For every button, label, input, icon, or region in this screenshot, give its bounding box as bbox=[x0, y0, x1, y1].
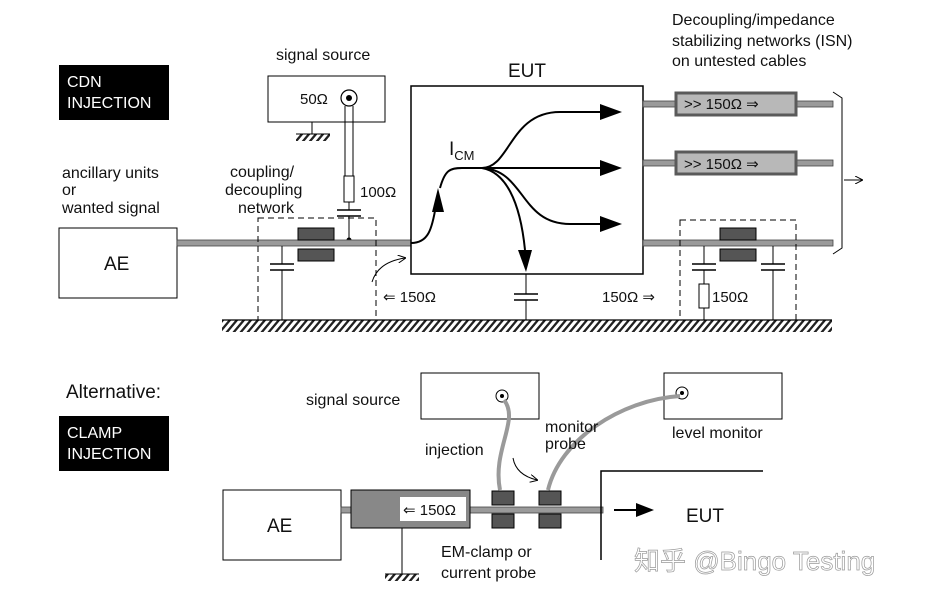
isn-line3: on untested cables bbox=[672, 53, 806, 70]
ancillary-line3: wanted signal bbox=[61, 200, 160, 217]
cdn-imp-right: 150Ω ⇒ bbox=[602, 289, 655, 306]
clamp-badge-line2: INJECTION bbox=[67, 446, 151, 463]
level-monitor-label: level monitor bbox=[672, 425, 763, 442]
clamp-signal-source-label: signal source bbox=[306, 392, 400, 409]
clamp-eut-arrow-icon bbox=[636, 503, 654, 517]
injection-label: injection bbox=[425, 442, 484, 459]
cdn-signal-source-label: signal source bbox=[276, 47, 370, 64]
eut-arrow-top-icon bbox=[600, 104, 622, 120]
ancillary-line1: ancillary units bbox=[62, 165, 159, 182]
clamp-ae-label: AE bbox=[267, 516, 292, 537]
clamp-cable bbox=[340, 506, 604, 514]
cdn-ae-box bbox=[58, 227, 178, 299]
cdn-injection-badge bbox=[59, 65, 169, 120]
resistor-100-label: 100Ω bbox=[360, 184, 396, 201]
monitor-line1: monitor bbox=[545, 419, 599, 436]
monitor-line2: probe bbox=[545, 436, 586, 453]
isn-box-top bbox=[674, 91, 798, 117]
cdn-badge-line2: INJECTION bbox=[67, 95, 151, 112]
clamp-badge-line1: CLAMP bbox=[67, 425, 122, 442]
cdn-ae-label: AE bbox=[104, 254, 129, 275]
monitor-cable bbox=[546, 394, 681, 491]
clamp-eut-outline bbox=[600, 470, 763, 560]
isn-box-top-label: >> 150Ω ⇒ bbox=[684, 96, 759, 113]
clamp-eut-label: EUT bbox=[686, 506, 724, 527]
eut-arrow-down-icon bbox=[518, 250, 532, 272]
isn-box-mid-label: >> 150Ω ⇒ bbox=[684, 156, 759, 173]
ferrite-upper-icon bbox=[297, 227, 335, 241]
eut-arrow-mid-icon bbox=[600, 160, 622, 176]
clamp-ae-box bbox=[222, 489, 342, 561]
resistor-150-icon bbox=[698, 283, 710, 309]
clamp-ground-icon bbox=[385, 574, 419, 581]
ferrite-right-lower-icon bbox=[719, 248, 757, 262]
clamp-signal-source-box bbox=[420, 372, 540, 420]
cdn-section: CDN INJECTION signal source 50Ω 100Ω anc… bbox=[58, 12, 862, 332]
eut-arrow-bottom-icon bbox=[600, 216, 622, 232]
isn-box-mid bbox=[674, 150, 798, 176]
resistor-150-label: 150Ω bbox=[712, 289, 748, 306]
monitor-probe-upper-icon bbox=[538, 490, 562, 506]
coupling-line1: coupling/ bbox=[230, 164, 295, 181]
monitor-probe-lower-icon bbox=[538, 513, 562, 529]
cdn-signal-source-box bbox=[267, 75, 386, 123]
injection-cable bbox=[496, 398, 511, 491]
icm-label: ICM bbox=[449, 139, 475, 163]
em-clamp-upper-icon bbox=[491, 490, 515, 506]
watermark-text: 知乎 @Bingo Testing bbox=[634, 546, 875, 576]
resistor-100-icon bbox=[343, 175, 355, 203]
coupling-line2: decoupling bbox=[225, 182, 302, 199]
cdn-source-impedance: 50Ω bbox=[300, 91, 328, 108]
em-clamp-lower-icon bbox=[491, 513, 515, 529]
ferrite-right-upper-icon bbox=[719, 227, 757, 241]
ancillary-line2: or bbox=[62, 182, 77, 199]
isn-line1: Decoupling/impedance bbox=[672, 12, 835, 29]
clamp-imp-label: ⇐ 150Ω bbox=[403, 502, 456, 519]
clamp-section: Alternative: CLAMP INJECTION signal sour… bbox=[59, 372, 783, 582]
isn-line2: stabilizing networks (ISN) bbox=[672, 33, 853, 50]
em-line1: EM-clamp or bbox=[441, 544, 532, 561]
cdn-ground-plane bbox=[222, 320, 832, 332]
source-ground-icon bbox=[296, 134, 330, 141]
em-line2: current probe bbox=[441, 565, 536, 582]
cdn-eut-label: EUT bbox=[508, 61, 546, 82]
cdn-imp-left: ⇐ 150Ω bbox=[383, 289, 436, 306]
coupling-line3: network bbox=[238, 200, 295, 217]
clamp-injection-badge bbox=[59, 416, 169, 471]
cdn-badge-line1: CDN bbox=[67, 74, 102, 91]
alternative-label: Alternative: bbox=[66, 382, 161, 403]
ferrite-lower-icon bbox=[297, 248, 335, 262]
